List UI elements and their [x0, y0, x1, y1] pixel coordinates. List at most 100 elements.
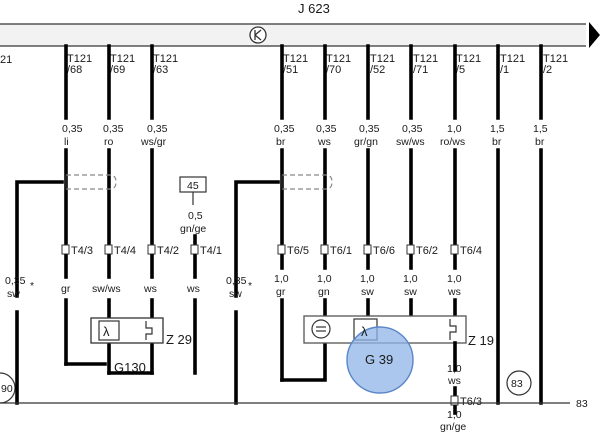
connector-label: T4/1 — [200, 245, 222, 257]
wires-t4-lower: gr sw/ws ws ws — [61, 254, 200, 375]
t6-wire-color: gn — [318, 286, 330, 298]
t4-wire-color: sw/ws — [92, 283, 121, 295]
connector-label: T6/2 — [416, 245, 438, 257]
control-unit-label: J 623 — [298, 1, 330, 16]
continuation-arrow-icon — [589, 22, 600, 48]
t4-wire-color: ws — [186, 283, 200, 295]
pin-label: T121/2 — [543, 53, 568, 76]
pin-5-a: T121 — [326, 53, 351, 65]
wire-size: 0,35 — [316, 123, 337, 135]
pin-1-a: T121 — [67, 53, 92, 65]
wire-color: br — [492, 136, 502, 148]
t4-wire-color: gr — [61, 283, 71, 295]
connector-label: T4/4 — [114, 245, 136, 257]
t6-wire-color: sw — [361, 286, 374, 298]
left-ref-label: 90 — [1, 383, 13, 395]
wire-color: gr/gn — [354, 136, 378, 148]
pin-label: T121/52 — [370, 53, 395, 76]
pin-label: T121/70 — [326, 53, 351, 76]
ground-terminal-icon — [249, 26, 267, 44]
wire-color: br — [276, 136, 286, 148]
shield-size: 0,35 — [226, 275, 247, 287]
shield-color: sw — [229, 288, 242, 300]
pin-5-b: /70 — [326, 64, 341, 76]
wire-color: sw/ws — [396, 136, 425, 148]
pin-label: T121/71 — [413, 53, 438, 76]
left-edge-reference: 90 — [0, 372, 16, 404]
pin-8-b: /5 — [456, 64, 465, 76]
sensor2-g-label: G 39 — [365, 352, 393, 367]
ref-box-label: 45 — [187, 180, 199, 192]
pin-9-a: T121 — [500, 53, 525, 65]
pin-10-b: /2 — [543, 64, 552, 76]
lambda-symbol: λ — [361, 324, 368, 339]
shield-star: * — [248, 280, 252, 292]
pin-label: T121/63 — [153, 53, 178, 76]
wire-size: 0,35 — [62, 123, 83, 135]
pin-label: T121/1 — [500, 53, 525, 76]
pin-9-b: /1 — [500, 64, 509, 76]
lower-wire-size2: 1,0 — [447, 409, 462, 421]
t6-wire-color: gr — [276, 286, 286, 298]
t6-wire-size: 1,0 — [447, 273, 462, 285]
connector-group-t4: T4/3 T4/4 T4/2 T4/1 — [61, 244, 222, 257]
connector-label: T6/1 — [330, 245, 352, 257]
pin-1-b: /68 — [67, 64, 82, 76]
t6-wire-size: 1,0 — [403, 273, 418, 285]
reference-83: 83 83 — [0, 370, 588, 410]
pin-7-b: /71 — [413, 64, 428, 76]
wire-size: 0,35 — [274, 123, 295, 135]
wires-t6-lower: 1,0 gr 1,0 gn 1,0 sw 1,0 sw 1,0 ws — [274, 254, 462, 382]
wire-size: 0,35 — [402, 123, 423, 135]
wire-spec-group: 0,35 li 0,35 ro 0,35 ws/gr 0,35 br 0,35 … — [62, 123, 548, 148]
ref-line-end-label: 83 — [576, 398, 588, 410]
control-unit-j623: J 623 — [0, 1, 600, 48]
ref-wire-size: 0,5 — [188, 210, 203, 222]
wire-color: ro — [104, 136, 113, 148]
pin-10-a: T121 — [543, 53, 568, 65]
shield-star: * — [30, 280, 34, 292]
wire-size: 1,0 — [447, 123, 462, 135]
pin-2-a: T121 — [110, 53, 135, 65]
wire-size: 1,5 — [490, 123, 505, 135]
ref-wire-color: gn/ge — [180, 223, 206, 235]
t4-wire-color: ws — [143, 283, 157, 295]
pin-4-b: /51 — [283, 64, 298, 76]
pin-label-group: T121/68 T121/69 T121/63 T121/51 T121/70 … — [67, 53, 568, 76]
connector-label: T6/3 — [460, 396, 482, 408]
wire-size: 0,35 — [103, 123, 124, 135]
pin-4-a: T121 — [283, 53, 308, 65]
lower-wire-color: ws — [447, 375, 461, 387]
wire-size: 1,5 — [533, 123, 548, 135]
pin-6-a: T121 — [370, 53, 395, 65]
pin-label: T121/69 — [110, 53, 135, 76]
lower-wire-group: 1,0 ws T6/3 1,0 gn/ge — [440, 341, 482, 432]
pin-8-a: T121 — [456, 53, 481, 65]
t6-wire-size: 1,0 — [274, 273, 289, 285]
highlight-circle — [346, 326, 414, 394]
ref-circle-label: 83 — [511, 378, 523, 390]
reference-box-45: 45 0,5 gn/ge — [179, 176, 207, 245]
left-pin-fragment: 21 — [0, 54, 12, 66]
wires-middle — [64, 148, 543, 405]
heater-symbol-icon — [311, 319, 331, 339]
shield-size: 0,35 — [5, 275, 26, 287]
wires-upper — [64, 44, 543, 120]
t6-wire-size: 1,0 — [317, 273, 332, 285]
wire-color: br — [535, 136, 545, 148]
wire-color: ws — [317, 136, 331, 148]
connector-label: T4/3 — [71, 245, 93, 257]
pin-label: T121/5 — [456, 53, 481, 76]
pin-label: T121/68 — [67, 53, 92, 76]
wire-color: li — [64, 136, 69, 148]
shield-left: 0,35 sw * — [5, 174, 117, 300]
shield-right: 0,35 sw * — [226, 174, 333, 300]
lambda-symbol: λ — [103, 324, 110, 339]
connector-label: T4/2 — [157, 245, 179, 257]
pin-7-a: T121 — [413, 53, 438, 65]
lower-wire-color2: gn/ge — [440, 421, 466, 432]
pin-3-a: T121 — [153, 53, 178, 65]
connector-label: T6/4 — [460, 245, 482, 257]
sensor1-g-label: G130 — [114, 360, 146, 375]
